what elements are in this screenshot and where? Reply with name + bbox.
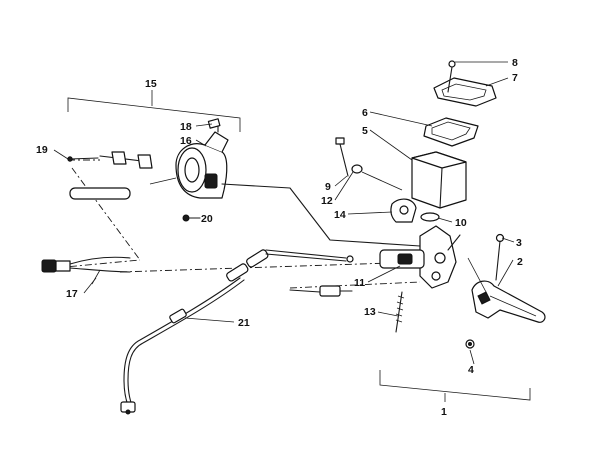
callout-2: 2	[517, 256, 523, 268]
callout-3: 3	[516, 237, 522, 249]
callout-10: 10	[455, 217, 467, 229]
callout-9: 9	[325, 181, 331, 193]
callout-4: 4	[468, 364, 474, 376]
bracket-group-1	[379, 370, 531, 402]
callout-6: 6	[362, 107, 368, 119]
master-cylinder	[379, 225, 461, 289]
switch-rod	[67, 151, 153, 169]
screw-13	[395, 291, 405, 333]
handlebar-grip-tube	[69, 177, 177, 200]
callout-13: 13	[364, 306, 376, 318]
callout-15: 15	[145, 78, 157, 90]
callout-17: 17	[66, 288, 78, 300]
brake-cable	[120, 249, 354, 415]
diaphragm-6	[423, 117, 479, 147]
cover-7	[433, 77, 497, 107]
washer-12	[351, 164, 403, 191]
reservoir-5	[411, 151, 467, 209]
nut-4	[465, 339, 475, 349]
callout-labels: 1 2 3 4 5 6 7 8 9 10 11 12 13 14 15 16 1…	[36, 57, 523, 418]
callout-8: 8	[512, 57, 518, 69]
callout-19: 19	[36, 144, 48, 156]
pivot-bolt-3	[495, 233, 505, 281]
callout-5: 5	[362, 125, 368, 137]
leader-lines	[53, 61, 515, 365]
switch-wire	[221, 183, 421, 247]
callout-14: 14	[334, 209, 346, 221]
screw-8	[447, 60, 456, 93]
callout-18: 18	[180, 121, 192, 133]
fitting-10	[420, 212, 440, 222]
callout-12: 12	[321, 195, 333, 207]
callout-11: 11	[354, 277, 365, 289]
callout-21: 21	[238, 317, 250, 329]
bracket-group-15	[67, 90, 241, 132]
brake-lever	[467, 257, 546, 323]
wire-connector	[41, 256, 131, 285]
callout-20: 20	[201, 213, 213, 225]
callout-7: 7	[512, 72, 518, 84]
callout-1: 1	[441, 406, 447, 418]
switch-housing	[175, 118, 229, 199]
callout-16: 16	[180, 135, 192, 147]
clamp-14	[390, 198, 417, 223]
assembly-centerlines	[54, 159, 421, 289]
bolt-9	[335, 137, 349, 177]
cable-adjuster	[289, 285, 353, 297]
